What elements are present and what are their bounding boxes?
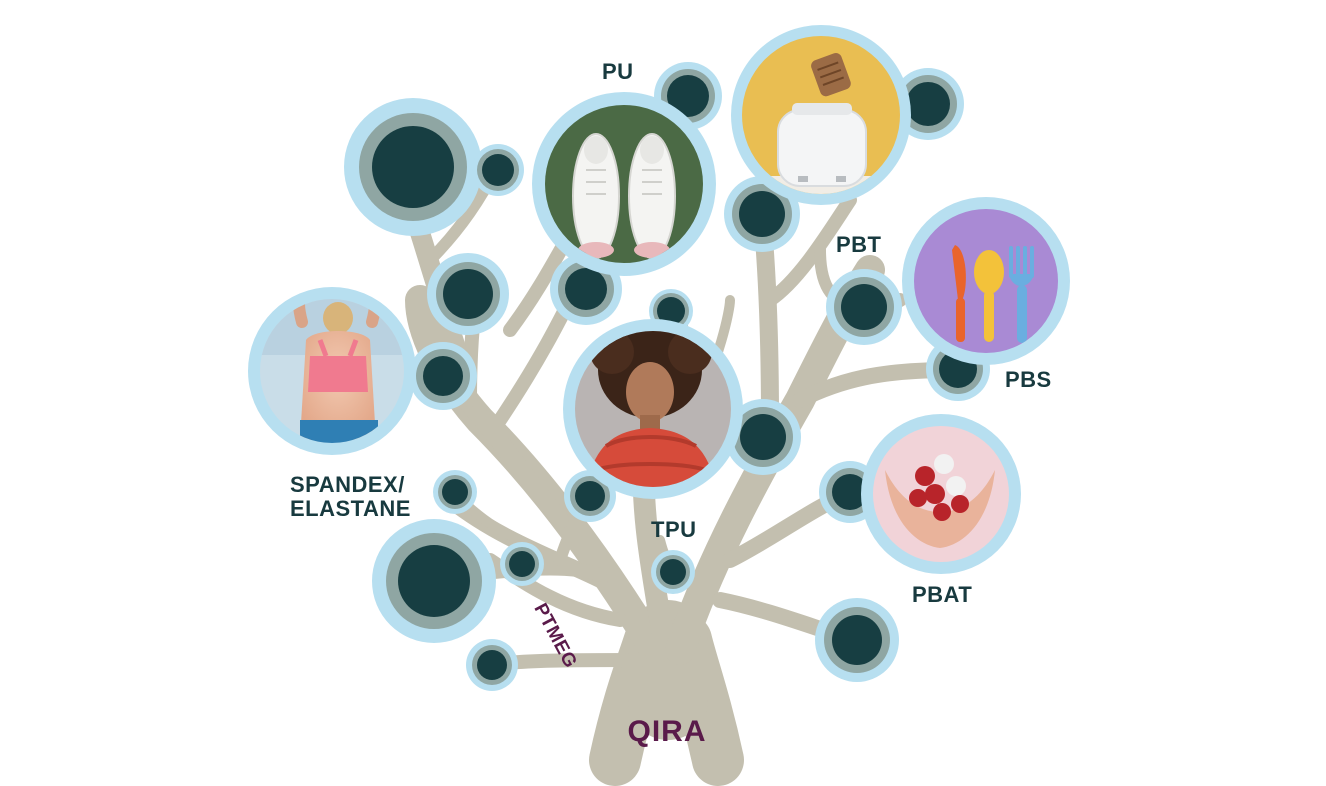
node-small [466,639,518,691]
label-spandex-line-2: ELASTANE [290,496,411,521]
label-tpu: TPU [651,517,697,542]
pbs-photo-circle [902,197,1070,365]
node-small [427,253,509,335]
node-small [409,342,477,410]
label-spandex-line-1: SPANDEX/ [290,472,405,497]
label-spandex-elastane: SPANDEX/ ELASTANE [290,473,411,521]
label-pbat: PBAT [912,582,973,607]
label-pbs: PBS [1005,367,1052,392]
node-small [651,550,695,594]
white-sneakers-photo [545,105,703,263]
node-small [500,542,544,586]
spandex-photo-circle [248,287,416,455]
pbat-photo-circle [861,414,1021,574]
label-pu: PU [602,59,634,84]
pu-photo-circle [532,92,716,276]
tpu-photo-circle [563,319,743,499]
node-small [724,176,800,252]
brand-logo-qira: QIRA [627,715,707,748]
node-small [433,470,477,514]
label-pbt: PBT [836,232,882,257]
node-bottom-left-large [372,519,496,643]
node-top-left-large [344,98,482,236]
pbt-photo-circle [731,25,911,205]
node-small [472,144,524,196]
capsules-photo [873,426,1009,562]
node-small [815,598,899,682]
cutlery-photo [914,209,1058,353]
node-small [725,399,801,475]
node-small [826,269,902,345]
sportswear-photo [260,299,404,443]
